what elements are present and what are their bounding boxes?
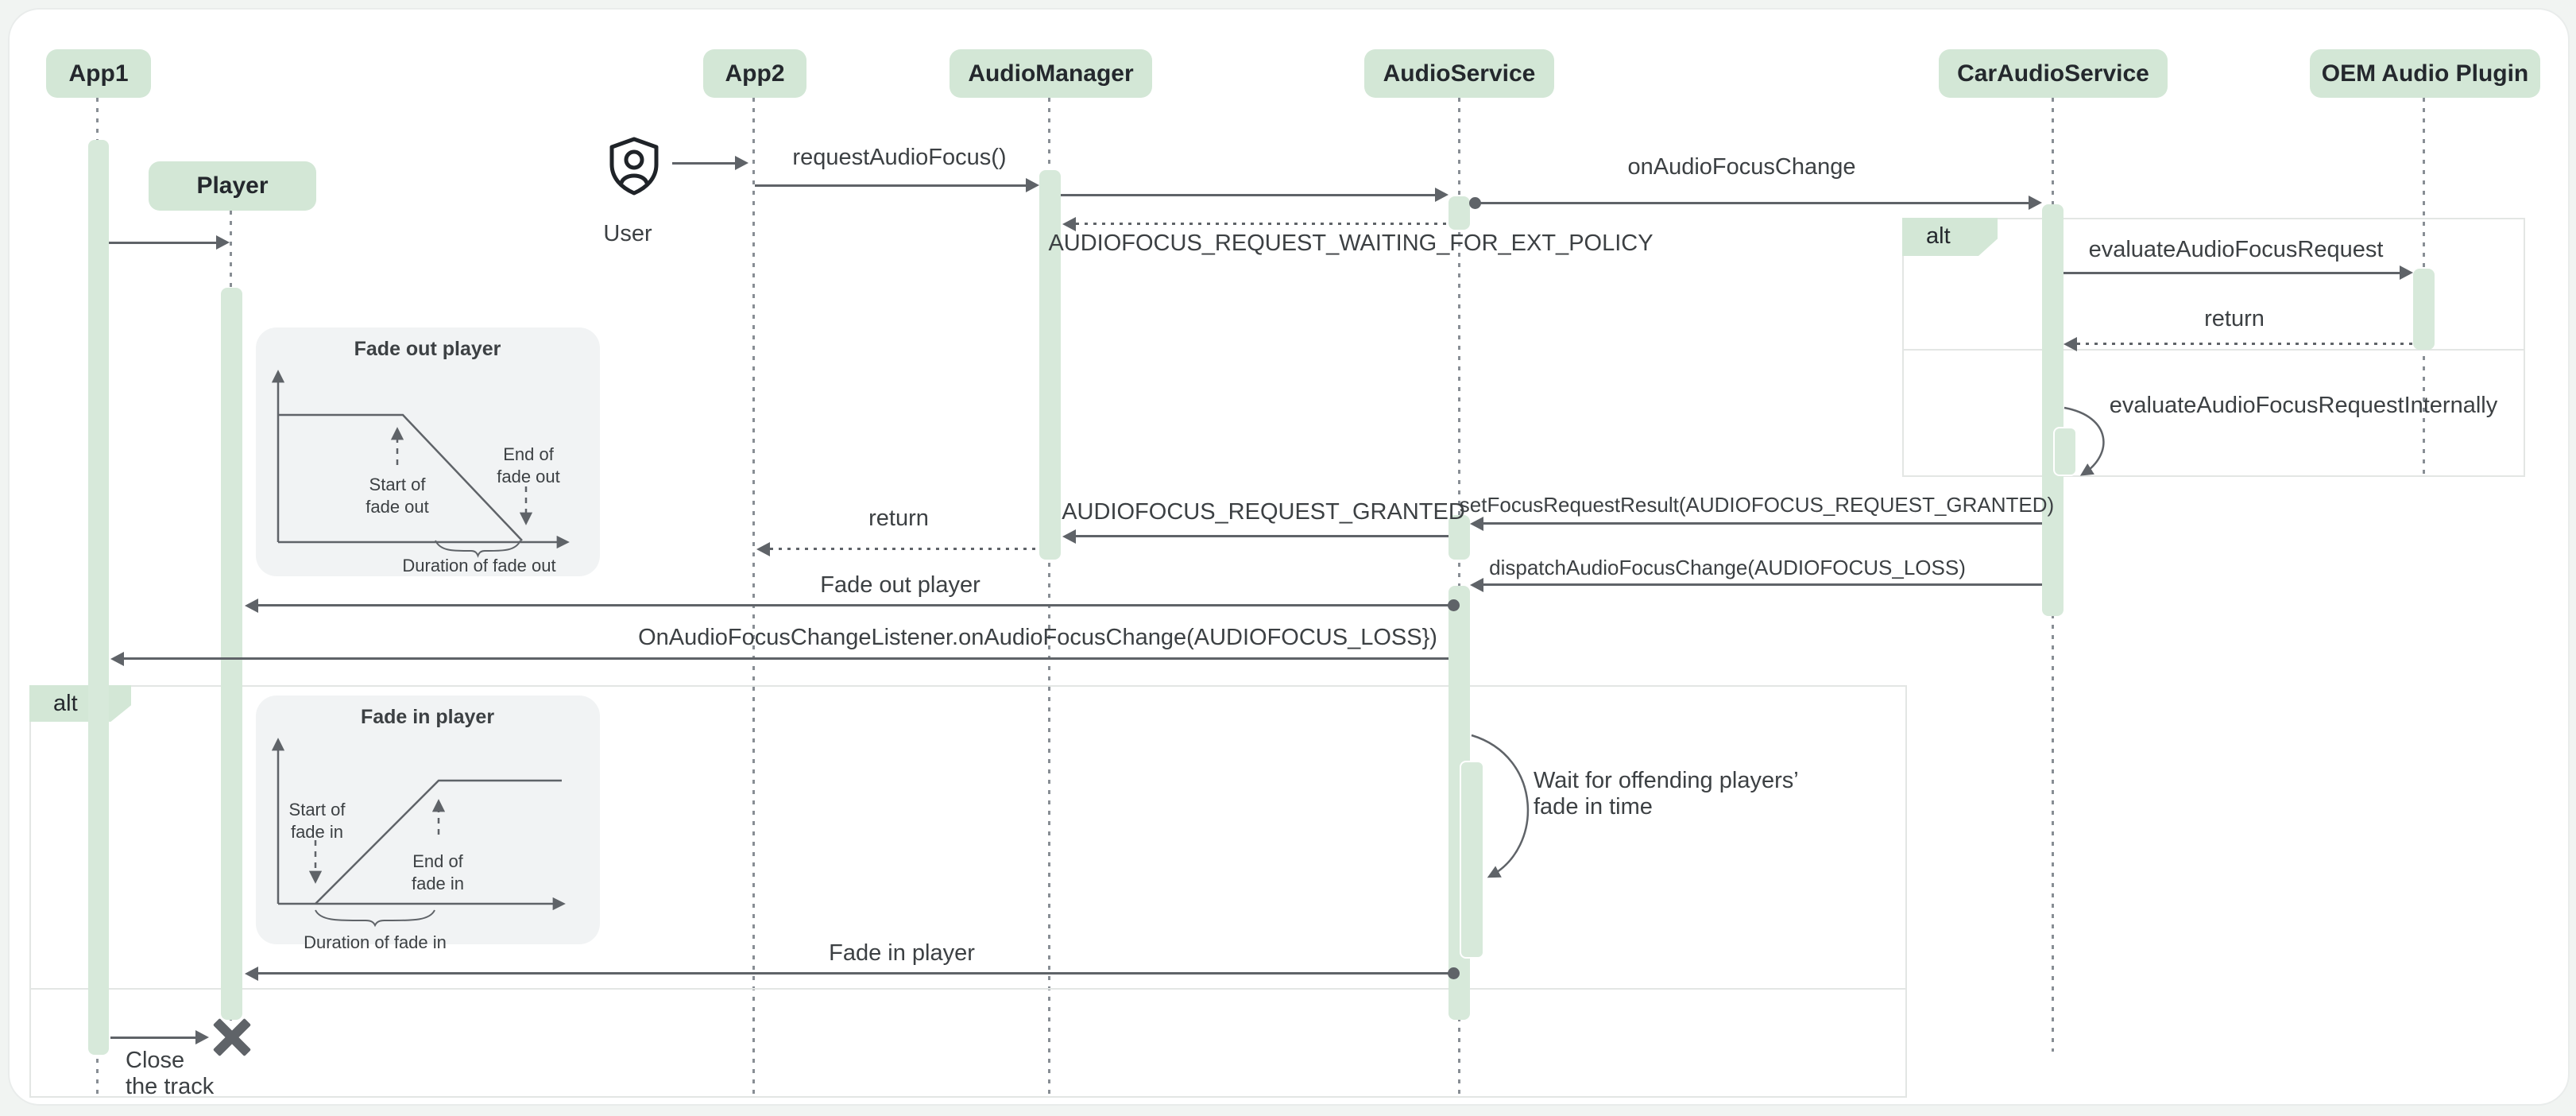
participant-label: Player <box>196 172 269 199</box>
participant-label: App1 <box>68 60 129 87</box>
message-label-fade-in: Fade in player <box>829 940 975 966</box>
arrow-evaluate <box>2064 272 2400 274</box>
arrow-return-oem <box>2077 343 2413 345</box>
message-label-return-oem: return <box>2204 306 2265 331</box>
inset-fade-out-chart <box>256 327 600 576</box>
fade-in-chart-axes <box>271 738 566 928</box>
alt-fragment-right-label: alt <box>1902 218 1998 256</box>
arrow-onaudiofocuschangelistener <box>124 657 1449 660</box>
self-loop-evaluate-internally <box>2064 406 2105 476</box>
lifeline-app2 <box>752 98 755 1094</box>
arrowhead <box>1026 178 1039 192</box>
activation-oem-plugin <box>2413 269 2435 350</box>
fade-in-end-label: End of fade in <box>411 851 465 893</box>
fade-in-chart-title: Fade in player <box>360 706 495 728</box>
participant-label: OEM Audio Plugin <box>2321 60 2529 87</box>
self-loop-wait <box>1471 734 1530 878</box>
participant-oem-plugin: OEM Audio Plugin <box>2310 49 2540 98</box>
message-label-return-app2: return <box>868 506 929 531</box>
arrow-fade-in <box>258 972 1449 975</box>
alt-label-text: alt <box>53 691 78 716</box>
arrow-close-track <box>110 1037 195 1039</box>
arrow-audiomanager-to-audioservice <box>1061 194 1435 196</box>
arrowhead <box>195 1030 209 1044</box>
arrow-fade-out <box>258 604 1449 606</box>
alt-fragment-left-label: alt <box>29 685 131 722</box>
activation-caraudioservice <box>2042 204 2064 616</box>
fade-out-end-label: End of fade out <box>497 444 560 486</box>
fade-in-start-label: Start of fade in <box>288 800 346 842</box>
message-start-dot <box>1469 197 1481 209</box>
arrowhead <box>756 542 770 556</box>
arrow-requestaudiofocus <box>755 184 1026 187</box>
arrowhead <box>1435 188 1449 202</box>
arrowhead <box>110 652 124 666</box>
fade-out-chart-title: Fade out player <box>354 338 501 360</box>
participant-label: App2 <box>725 60 785 87</box>
alt-fragment-left-divider <box>31 988 1905 990</box>
fade-in-duration-label: Duration of fade in <box>304 932 447 952</box>
message-label-onaudiofocuschange: onAudioFocusChange <box>1627 154 1856 180</box>
arrow-granted <box>1076 535 1449 537</box>
arrow-app1-to-player <box>109 242 216 244</box>
participant-audiomanager: AudioManager <box>950 49 1152 98</box>
alt-fragment-right: alt <box>1902 218 2525 477</box>
arrowhead <box>2400 265 2413 280</box>
arrowhead <box>2064 337 2077 351</box>
lifeline-audiomanager <box>1048 98 1050 1094</box>
message-label-setfocusrequestresult: setFocusRequestResult(AUDIOFOCUS_REQUEST… <box>1459 493 2055 517</box>
arrow-onaudiofocuschange <box>1476 202 2029 204</box>
participant-player: Player <box>149 161 316 211</box>
actor-label: User <box>603 221 652 246</box>
alt-fragment-right-divider <box>1904 349 2524 351</box>
destroy-x-icon <box>208 1013 256 1061</box>
participant-label: AudioManager <box>968 60 1134 87</box>
arrowhead <box>245 599 258 613</box>
arrowhead <box>1470 517 1483 531</box>
user-shield-icon <box>609 137 659 196</box>
message-start-dot <box>1448 599 1460 611</box>
activation-audioservice-2 <box>1449 515 1470 560</box>
activation-app1 <box>88 140 109 1055</box>
arrow-user-to-app2 <box>672 162 735 165</box>
participant-caraudioservice: CarAudioService <box>1939 49 2168 98</box>
participant-audioservice: AudioService <box>1364 49 1554 98</box>
activation-audioservice-1 <box>1449 196 1470 230</box>
message-label-fade-out: Fade out player <box>820 572 981 598</box>
alt-label-text: alt <box>1926 223 1951 249</box>
note-wait-for-fade: Wait for offending players’ fade in time <box>1534 768 1799 820</box>
message-start-dot <box>1448 967 1460 979</box>
activation-audiomanager <box>1039 170 1061 560</box>
participant-app1: App1 <box>46 49 151 98</box>
participant-label: CarAudioService <box>1957 60 2149 87</box>
message-label-onaudiofocuschangelistener: OnAudioFocusChangeListener.onAudioFocusC… <box>638 625 1437 650</box>
note-close-track: Close the track <box>126 1048 215 1100</box>
activation-caraudioservice-nested <box>2053 427 2077 476</box>
fade-out-start-label: Start of fade out <box>366 475 429 517</box>
participant-label: AudioService <box>1383 60 1536 87</box>
arrowhead <box>2029 196 2042 210</box>
message-label-evaluate-internally: evaluateAudioFocusRequestInternally <box>2109 393 2498 418</box>
arrowhead <box>735 156 748 170</box>
arrow-setfocusrequestresult <box>1483 522 2042 525</box>
arrowhead <box>1062 529 1076 544</box>
message-label-dispatch: dispatchAudioFocusChange(AUDIOFOCUS_LOSS… <box>1489 556 1966 579</box>
arrowhead <box>216 235 230 250</box>
arrowhead <box>1470 578 1483 592</box>
fade-out-duration-label: Duration of fade out <box>402 556 556 575</box>
activation-audioservice-nested <box>1460 761 1484 959</box>
message-label-evaluate: evaluateAudioFocusRequest <box>2088 237 2384 262</box>
activation-player <box>221 288 242 1020</box>
participant-app2: App2 <box>703 49 806 98</box>
message-label-granted: AUDIOFOCUS_REQUEST_GRANTED <box>1062 499 1465 525</box>
arrowhead <box>1062 217 1076 231</box>
arrow-waiting-return <box>1076 223 1449 225</box>
message-label-waiting: AUDIOFOCUS_REQUEST_WAITING_FOR_EXT_POLIC… <box>1048 231 1654 256</box>
fade-out-chart-axes <box>271 370 570 558</box>
arrow-return-app2 <box>770 548 1039 550</box>
message-label-requestaudiofocus: requestAudioFocus() <box>792 145 1007 170</box>
arrowhead <box>245 967 258 981</box>
alt-fragment-left: alt <box>29 685 1907 1098</box>
arrow-dispatch <box>1483 583 2042 586</box>
